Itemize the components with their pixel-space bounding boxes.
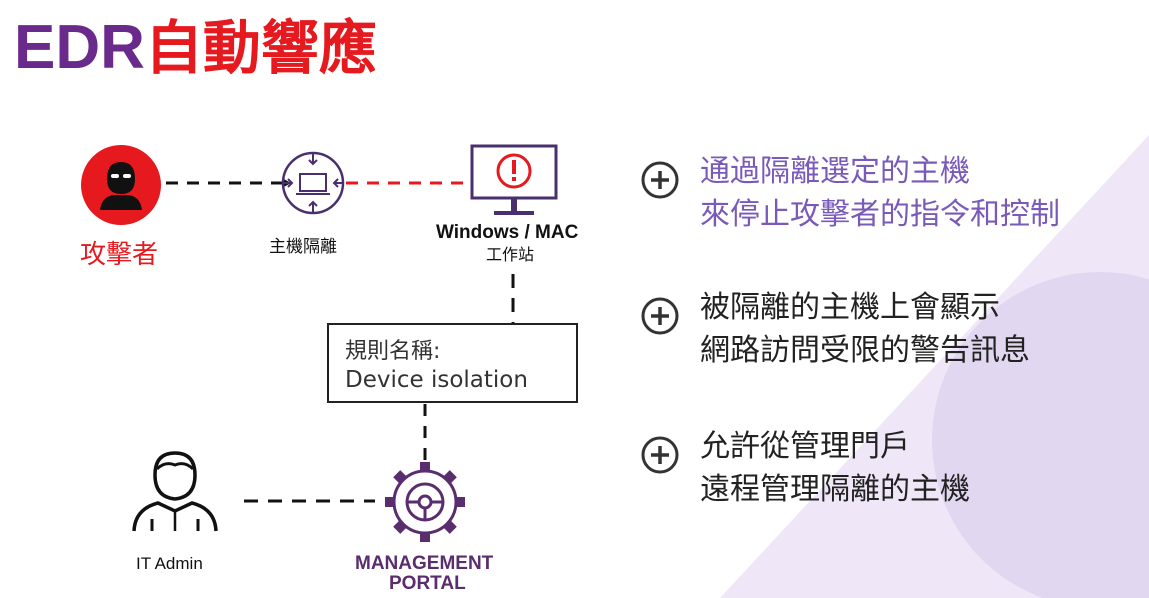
title-edr: EDR <box>14 13 145 82</box>
bullet-2-line1: 被隔離的主機上會顯示 <box>700 290 1000 325</box>
host-isolation-label: 主機隔離 <box>269 237 337 257</box>
bullet-2-line2: 網路訪問受限的警告訊息 <box>700 333 1030 368</box>
admin-label: IT Admin <box>136 554 203 573</box>
portal-label-line2: PORTAL <box>389 573 466 594</box>
plus-circle-icon <box>641 161 679 199</box>
rule-name-label: 規則名稱: <box>345 339 441 364</box>
management-gear-icon <box>385 462 465 542</box>
rule-box: 規則名稱: Device isolation <box>327 323 578 403</box>
attacker-icon <box>81 145 161 225</box>
page-title: EDR自動響應 <box>14 8 377 88</box>
attacker-label: 攻擊者 <box>80 240 159 270</box>
plus-circle-icon <box>641 436 679 474</box>
rule-name-value: Device isolation <box>345 367 528 393</box>
host-isolation-icon <box>281 151 345 215</box>
alert-monitor-icon <box>470 144 558 215</box>
admin-user-icon <box>132 451 218 532</box>
portal-label-line1: MANAGEMENT <box>355 553 494 574</box>
bullet-3-line2: 遠程管理隔離的主機 <box>700 472 970 507</box>
workstation-label-os: Windows / MAC <box>436 222 579 243</box>
bullet-1-line1: 通過隔離選定的主機 <box>700 154 970 189</box>
workstation-label-type: 工作站 <box>486 245 535 264</box>
plus-circle-icon <box>641 297 679 335</box>
bullet-3-line1: 允許從管理門戶 <box>700 429 910 464</box>
bullet-1-line2: 來停止攻擊者的指令和控制 <box>700 197 1060 232</box>
title-auto-response: 自動響應 <box>144 14 377 82</box>
